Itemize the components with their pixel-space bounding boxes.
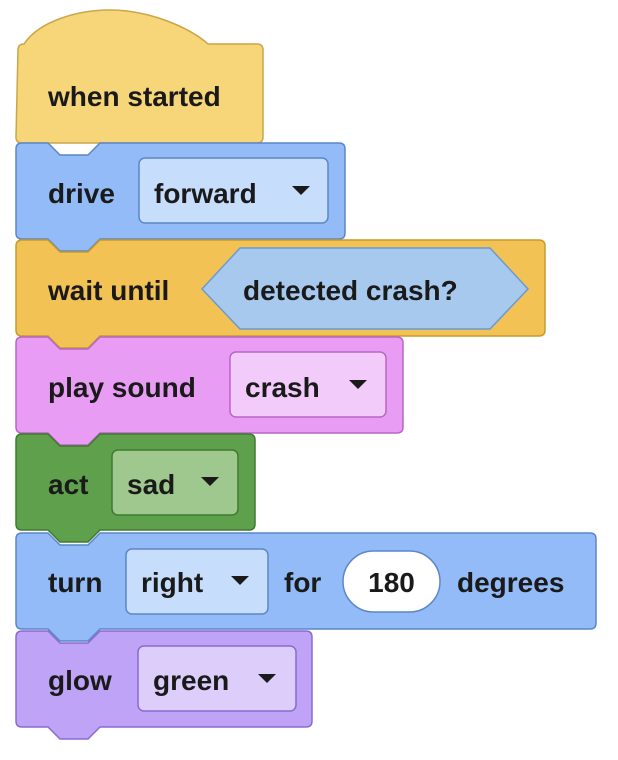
emotion-dropdown[interactable]: sad xyxy=(111,449,239,516)
wait-until-block[interactable]: wait until detected crash? xyxy=(15,239,546,349)
caret-down-icon xyxy=(201,477,219,486)
glow-color-dropdown[interactable]: green xyxy=(137,645,297,712)
play-sound-label: play sound xyxy=(48,372,196,403)
play-sound-block[interactable]: play sound crash xyxy=(15,336,404,446)
caret-down-icon xyxy=(292,186,310,195)
glow-block[interactable]: glow green xyxy=(15,630,313,740)
degrees-value: 180 xyxy=(368,567,415,598)
glow-label: glow xyxy=(48,665,112,696)
turn-block[interactable]: turn right for 180 degrees xyxy=(15,532,597,642)
drive-direction-dropdown[interactable]: forward xyxy=(138,157,329,224)
when-started-label: when started xyxy=(47,81,221,112)
degrees-number-input[interactable]: 180 xyxy=(342,550,441,613)
caret-down-icon xyxy=(231,576,249,585)
emotion-value: sad xyxy=(127,469,175,500)
sound-dropdown[interactable]: crash xyxy=(229,351,387,418)
drive-block[interactable]: drive forward xyxy=(15,142,346,252)
sound-value: crash xyxy=(245,372,320,403)
act-block[interactable]: act sad xyxy=(15,433,256,543)
drive-direction-value: forward xyxy=(154,178,257,209)
caret-down-icon xyxy=(349,380,367,389)
for-label: for xyxy=(284,567,321,598)
glow-color-value: green xyxy=(153,665,229,696)
turn-label: turn xyxy=(48,567,102,598)
turn-direction-value: right xyxy=(141,567,203,598)
degrees-label: degrees xyxy=(457,567,564,598)
detected-crash-condition[interactable]: detected crash? xyxy=(200,247,530,330)
turn-direction-dropdown[interactable]: right xyxy=(125,548,269,615)
drive-label: drive xyxy=(48,178,115,209)
caret-down-icon xyxy=(258,674,276,683)
when-started-block[interactable]: when started xyxy=(15,9,264,144)
wait-until-label: wait until xyxy=(47,275,169,306)
detected-crash-label: detected crash? xyxy=(243,275,458,306)
act-label: act xyxy=(48,469,88,500)
